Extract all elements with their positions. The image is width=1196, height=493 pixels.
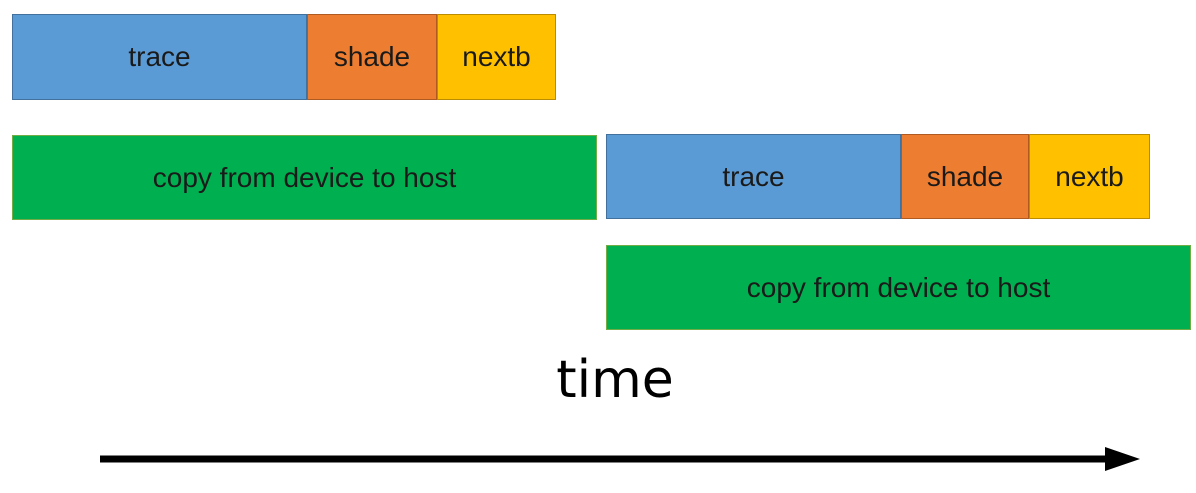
trace-block-row1: trace — [12, 14, 307, 100]
nextb-block-row1: nextb — [437, 14, 556, 100]
nextb-block-row2: nextb — [1029, 134, 1150, 219]
time-axis-label: time — [556, 350, 674, 410]
time-arrow-head — [1105, 447, 1140, 471]
time-arrow-icon — [100, 447, 1140, 471]
shade-block-row1: shade — [307, 14, 437, 100]
copy-block-row3: copy from device to host — [606, 245, 1191, 330]
shade-block-row2: shade — [901, 134, 1029, 219]
copy-block-row2: copy from device to host — [12, 135, 597, 220]
trace-block-row2: trace — [606, 134, 901, 219]
